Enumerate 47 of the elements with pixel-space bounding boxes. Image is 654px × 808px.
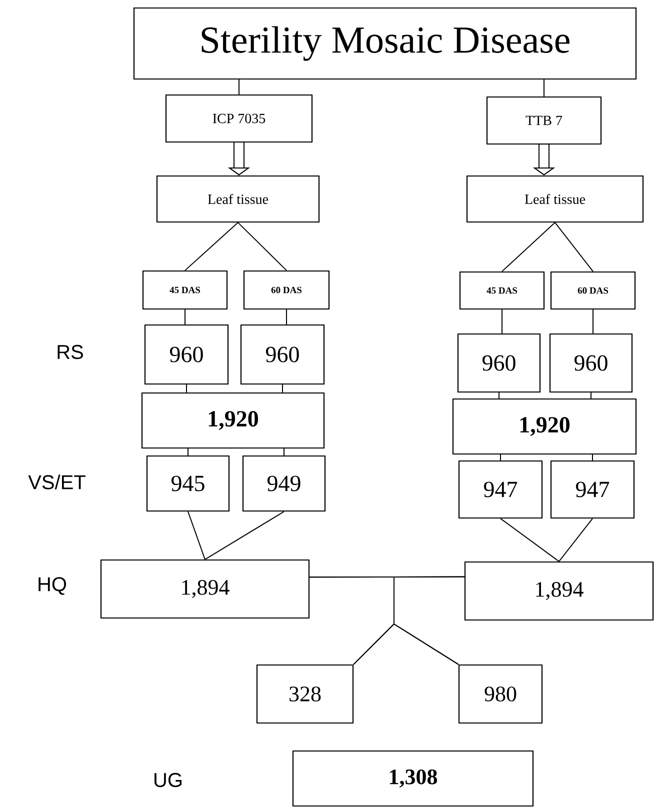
variety-box: TTB 7 [486, 96, 602, 145]
connector-line [592, 454, 593, 461]
tissue-box: Leaf tissue [156, 175, 320, 223]
count-box: 945 [146, 455, 230, 512]
connector-line [558, 518, 593, 562]
connector-line [188, 511, 206, 560]
title-box: Sterility Mosaic Disease [133, 7, 637, 80]
count-box: 1,894 [100, 559, 310, 619]
connector-line [184, 222, 238, 271]
count-box: 960 [457, 333, 541, 393]
variety-box: ICP 7035 [165, 94, 313, 143]
row-label: UG [154, 772, 182, 788]
connector-line [394, 576, 465, 665]
stage-box: 60 DAS [243, 270, 330, 310]
stage-box: 60 DAS [550, 271, 636, 310]
connector-line [500, 518, 560, 562]
connector-line [204, 511, 284, 560]
count-box: 960 [240, 324, 325, 385]
connector-line [500, 454, 501, 461]
count-box: 947 [550, 460, 635, 519]
row-label: HQ [38, 577, 66, 595]
total-box: 1,920 [452, 398, 637, 455]
connector-line [554, 222, 594, 272]
connector-line [502, 222, 556, 272]
total-box: 1,308 [292, 750, 534, 807]
connector-line [184, 309, 186, 325]
connector-line [238, 79, 240, 95]
count-box: 949 [242, 455, 326, 512]
connector-line [282, 384, 283, 393]
connector-line [498, 392, 500, 399]
row-label: VS/ET [28, 474, 86, 490]
count-box: 1,894 [464, 561, 654, 621]
count-box: 960 [549, 333, 633, 393]
connector-line [286, 309, 287, 325]
connector-line [590, 392, 592, 399]
count-box: 980 [458, 664, 543, 724]
count-box: 328 [256, 664, 354, 724]
tissue-box: Leaf tissue [466, 175, 644, 223]
count-box: 947 [458, 460, 543, 519]
connector-line [238, 222, 287, 271]
total-box: 1,920 [141, 392, 325, 449]
stage-box: 45 DAS [142, 270, 228, 310]
connector-line [592, 309, 594, 334]
stage-box: 45 DAS [459, 271, 545, 310]
count-box: 960 [144, 324, 229, 385]
connector-line [186, 384, 187, 393]
row-label: RS [58, 344, 83, 360]
